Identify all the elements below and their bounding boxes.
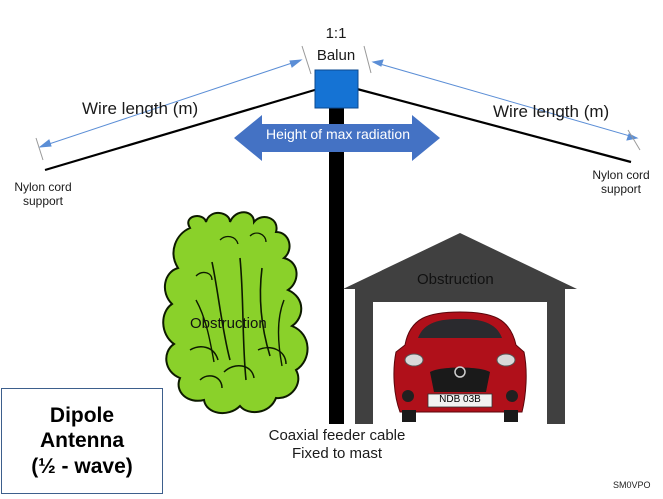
feeder-line2: Fixed to mast — [291, 445, 383, 462]
mast — [329, 106, 344, 424]
feeder-line1: Coaxial feeder cable — [268, 427, 406, 444]
tree-obstruction — [162, 211, 309, 415]
feeder-label: Coaxial feeder cable Fixed to mast — [237, 427, 437, 463]
right-support-line1: Nylon cord — [592, 168, 650, 182]
left-wire-length-label: Wire length (m) — [82, 99, 199, 118]
title-line1: Dipole — [49, 403, 115, 427]
title-box: Dipole Antenna (½ - wave) — [1, 388, 163, 494]
credit-label: SM0VPO — [613, 480, 651, 490]
dimension-ticks — [35, 45, 641, 161]
left-support-label: Nylon cord support — [0, 180, 86, 209]
balun-box — [314, 69, 359, 109]
tree-obstruction-label: Obstruction — [190, 315, 267, 332]
left-support-line1: Nylon cord — [14, 180, 72, 194]
left-wire — [44, 87, 319, 172]
right-wire-length-label: Wire length (m) — [493, 102, 610, 121]
radiation-double-arrow — [234, 115, 440, 161]
radiation-arrow-label: Height of max radiation — [266, 126, 410, 142]
garage-obstruction-label: Obstruction — [417, 271, 494, 288]
right-support-label: Nylon cord support — [578, 168, 663, 197]
license-plate-text: NDB 03B — [439, 394, 481, 405]
balun-ratio: 1:1 — [325, 25, 347, 42]
title-line2: Antenna — [40, 429, 124, 453]
right-wire — [356, 87, 632, 164]
balun-label: Balun — [316, 47, 356, 64]
right-support-line2: support — [600, 182, 642, 197]
left-dimension-arrow — [38, 59, 303, 148]
car — [393, 311, 527, 422]
title-line3: (½ - wave) — [31, 454, 133, 478]
left-support-line2: support — [22, 194, 64, 209]
